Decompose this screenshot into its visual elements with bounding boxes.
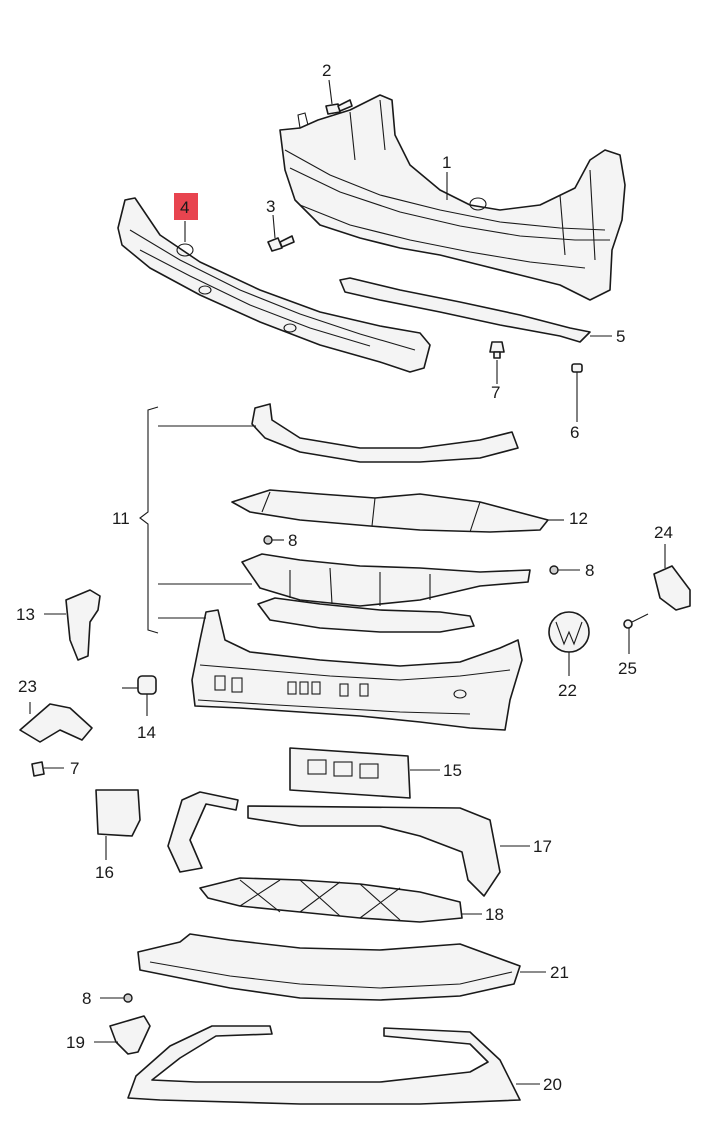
callout-11[interactable]: 11 [112,509,130,528]
callout-8-mid-left[interactable]: 8 [288,531,297,550]
callout-5[interactable]: 5 [616,327,625,346]
callout-14[interactable]: 14 [137,723,156,742]
leader-lines [29,79,666,1085]
part-23-retainer[interactable] [19,703,93,743]
part-1-bumper-carrier[interactable] [279,94,626,301]
callout-8-mid-right[interactable]: 8 [585,561,594,580]
part-20-trim-strip[interactable] [127,1025,521,1105]
part-6-screw[interactable] [571,363,583,392]
callout-15[interactable]: 15 [443,761,462,780]
part-19-end-cap[interactable] [109,1015,151,1055]
callout-7-upper[interactable]: 7 [491,383,500,402]
part-3-bolt[interactable] [267,235,295,252]
part-18-lower-grille[interactable] [199,877,463,923]
part-21-lower-support[interactable] [137,933,521,1001]
part-11-bracket-upper[interactable] [241,553,531,607]
callout-18[interactable]: 18 [485,905,504,924]
callout-16[interactable]: 16 [95,863,114,882]
part-7-clip-lower[interactable] [31,761,45,777]
callout-13[interactable]: 13 [16,605,35,624]
callout-24[interactable]: 24 [654,523,673,542]
part-11-bracket-lower[interactable] [257,597,475,633]
callout-3[interactable]: 3 [266,197,275,216]
callout-12[interactable]: 12 [569,509,588,528]
part-22-emblem[interactable] [548,611,590,653]
part-11-upper-trim[interactable] [251,403,519,463]
callout-4[interactable]: 4 [180,198,189,217]
callout-23[interactable]: 23 [18,677,37,696]
callout-2[interactable]: 2 [322,61,331,80]
callout-1[interactable]: 1 [442,153,451,172]
callout-22[interactable]: 22 [558,681,577,700]
part-17-grille-frame[interactable] [167,791,501,897]
part-8-screw-a[interactable] [263,535,273,545]
part-15-plate[interactable] [289,747,411,799]
callout-7-lower[interactable]: 7 [70,759,79,778]
part-5-lower-strip[interactable] [339,277,591,343]
part-24-tow-eye-cover[interactable] [653,565,691,611]
callout-19[interactable]: 19 [66,1033,85,1052]
part-25-screw[interactable] [623,613,649,629]
callout-8-lower[interactable]: 8 [82,989,91,1008]
part-7-clip[interactable] [489,341,505,359]
callout-6[interactable]: 6 [570,423,579,442]
part-8-screw-b[interactable] [549,565,559,575]
callout-25[interactable]: 25 [618,659,637,678]
callout-20[interactable]: 20 [543,1075,562,1094]
callout-4-highlight [174,193,198,220]
part-16-bracket[interactable] [95,789,141,837]
part-12-grille-insert[interactable] [231,489,549,533]
part-2-bolt[interactable] [325,99,353,115]
part-8-screw-c[interactable] [123,993,133,1003]
part-4-impact-absorber[interactable] [117,197,431,373]
callout-21[interactable]: 21 [550,963,569,982]
callout-17[interactable]: 17 [533,837,552,856]
part-bumper-cover[interactable] [191,609,523,731]
part-14-sensor-holder[interactable] [122,675,157,695]
part-13-side-bracket[interactable] [65,589,101,661]
